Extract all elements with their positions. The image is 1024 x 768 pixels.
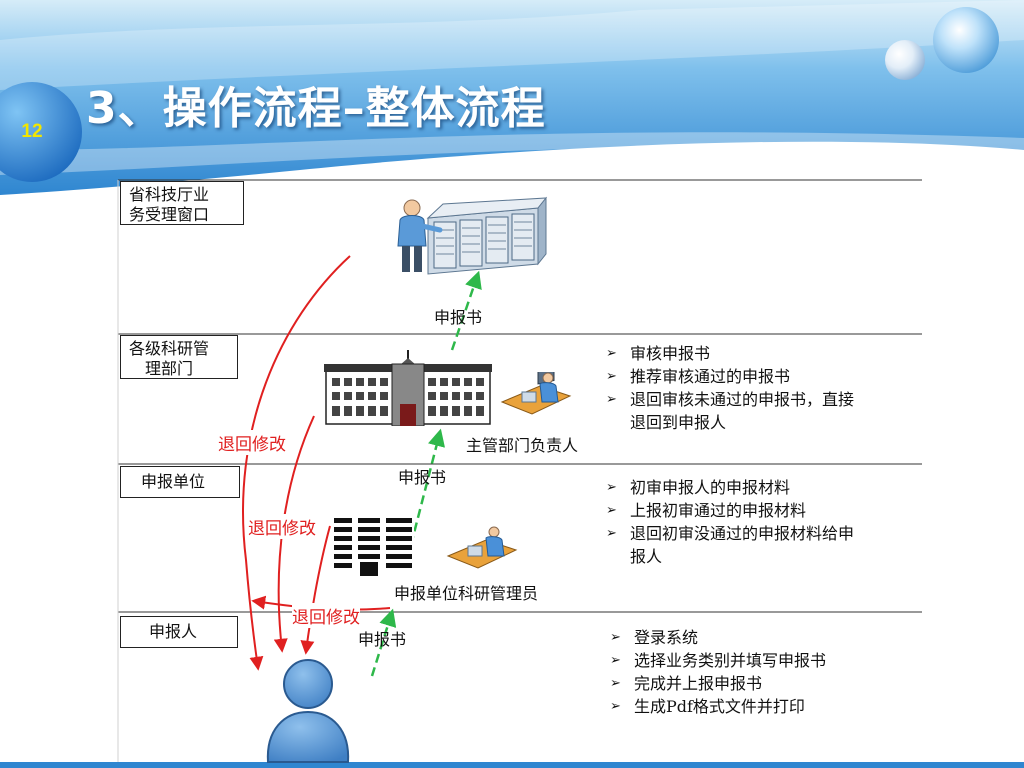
bullet-item: 生成Pdf格式文件并打印 [610, 695, 826, 718]
bullet-list-management: 审核申报书 推荐审核通过的申报书 退回审核未通过的申报书，直接 退回到申报人 [606, 342, 854, 434]
flow-label-report-top: 申报书 [434, 308, 483, 327]
bullet-item: 完成并上报申报书 [610, 672, 826, 695]
office-building-icon [332, 516, 414, 576]
computer-user-icon [446, 526, 518, 569]
lane-label-line: 申报单位 [141, 472, 206, 491]
lane-label-management: 各级科研管 理部门 [120, 335, 238, 379]
lane-label-line: 申报人 [149, 622, 198, 641]
return-label-top: 退回修改 [218, 430, 286, 455]
bullet-list-applicant: 登录系统 选择业务类别并填写申报书 完成并上报申报书 生成Pdf格式文件并打印 [610, 626, 826, 718]
page-number-badge: 12 [4, 104, 60, 160]
lane-label-line: 省科技厅业 [129, 185, 210, 204]
lane-label-applicant: 申报人 [120, 616, 238, 648]
return-label-middle: 退回修改 [248, 514, 316, 539]
flow-label-report-middle: 申报书 [398, 468, 447, 487]
header-background [0, 0, 1024, 200]
bullet-item: 审核申报书 [606, 342, 854, 365]
lane-label-unit: 申报单位 [120, 466, 240, 498]
lane-label-line: 各级科研管 [129, 339, 210, 358]
bullet-item-continuation: 报人 [630, 547, 663, 566]
lane-label-line: 务受理窗口 [129, 205, 210, 224]
bullet-item: 上报初审通过的申报材料 [606, 499, 854, 522]
bullet-item: 退回初审没通过的申报材料给申 [606, 522, 854, 545]
bullet-item: 推荐审核通过的申报书 [606, 365, 854, 388]
bullet-item-continuation: 退回到申报人 [630, 413, 727, 432]
bullet-item: 登录系统 [610, 626, 826, 649]
person-icon [266, 659, 350, 763]
bullet-item: 退回审核未通过的申报书，直接 [606, 388, 854, 411]
lane-label-line: 理部门 [145, 359, 194, 378]
page-number: 12 [21, 121, 43, 142]
server-rack-icon [397, 196, 548, 275]
return-label-bottom: 退回修改 [292, 603, 360, 628]
bullet-item: 初审申报人的申报材料 [606, 476, 854, 499]
computer-user-icon [500, 372, 572, 415]
flow-label-report-bottom: 申报书 [358, 630, 407, 649]
government-building-icon [324, 350, 492, 426]
role-label-dept-head: 主管部门负责人 [466, 436, 579, 455]
role-label-unit-admin: 申报单位科研管理员 [394, 584, 539, 603]
bullet-list-unit: 初审申报人的申报材料 上报初审通过的申报材料 退回初审没通过的申报材料给申 报人 [606, 476, 854, 568]
bullet-item: 选择业务类别并填写申报书 [610, 649, 826, 672]
slide-title: 3、操作流程–整体流程 [86, 83, 546, 134]
lane-label-department-window: 省科技厅业 务受理窗口 [120, 181, 244, 225]
